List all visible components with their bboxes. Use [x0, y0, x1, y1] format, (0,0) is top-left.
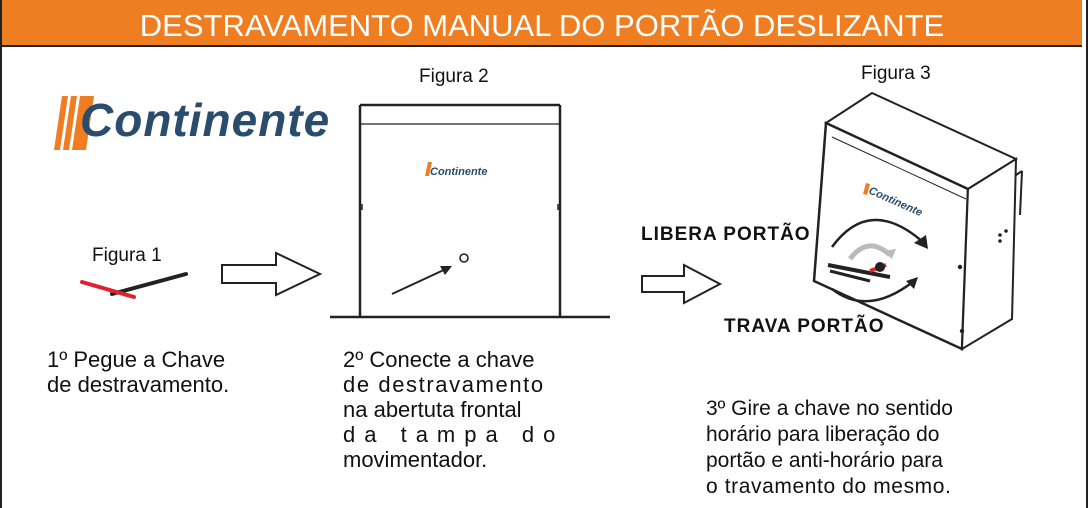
brand-name: Continente	[80, 94, 331, 146]
step-1-line-1: 1º Pegue a Chave	[47, 347, 226, 372]
motor-cover-front-view: Continente	[330, 103, 610, 319]
logo-stripes-icon	[54, 96, 94, 150]
step-2-line-3: na abertuta frontal	[343, 397, 522, 422]
step-3-line-1: 3º Gire a chave no sentido	[706, 397, 953, 420]
step-2-text: 2º Conecte a chave de destravamento na a…	[343, 347, 579, 472]
figure-1-label: Figura 1	[92, 245, 162, 266]
mini-logo-fig2: Continente	[430, 166, 487, 178]
arrow-right-icon	[641, 263, 723, 305]
step-2-line-2: de destravamento	[343, 372, 545, 397]
arrow-right-icon	[221, 251, 323, 297]
step-2-line-5: movimentador.	[343, 447, 488, 472]
brand-logo: Continente	[54, 93, 329, 155]
key-icon	[80, 272, 188, 299]
motor-cover-perspective-view: Continente	[812, 91, 1023, 351]
page-title: DESTRAVAMENTO MANUAL DO PORTÃO DESLIZANT…	[139, 8, 945, 43]
rotate-clockwise-icon	[830, 218, 925, 248]
step-3-line-4: o travamento do mesmo.	[706, 475, 952, 498]
header-bar: DESTRAVAMENTO MANUAL DO PORTÃO DESLIZANT…	[2, 0, 1082, 47]
step-2-line-1: 2º Conecte a chave	[343, 347, 535, 372]
step-3-line-2: horário para liberação do	[706, 423, 940, 446]
figure-3-label: Figura 3	[861, 63, 931, 84]
trava-portao-label: TRAVA PORTÃO	[724, 316, 885, 337]
libera-portao-label: LIBERA PORTÃO	[641, 224, 811, 245]
step-1-text: 1º Pegue a Chave de destravamento.	[47, 347, 267, 397]
step-3-line-3: portão e anti-horário para	[706, 449, 943, 472]
step-1-line-2: de destravamento.	[47, 372, 230, 397]
rotate-counterclockwise-icon	[831, 280, 915, 303]
figure-2-label: Figura 2	[419, 66, 489, 87]
step-3-text: 3º Gire a chave no sentido horário para …	[706, 396, 996, 500]
step-2-line-4: da tampa do	[343, 422, 565, 447]
